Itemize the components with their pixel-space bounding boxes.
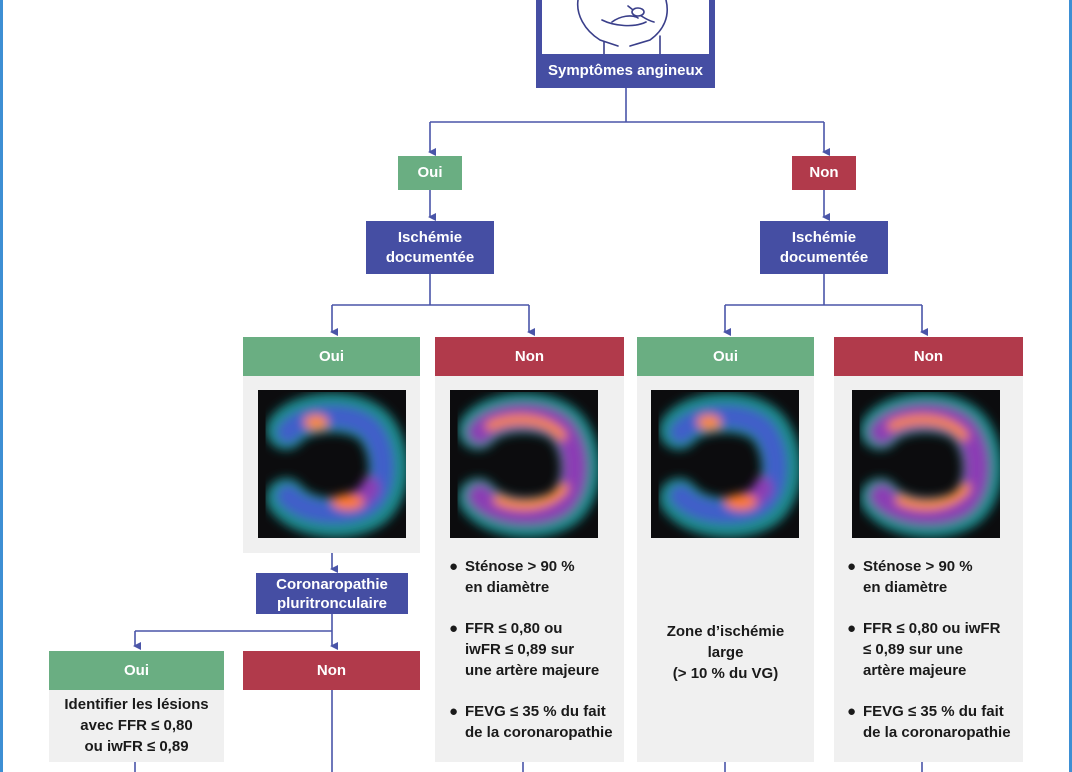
col2-criterion-stenosis: ● Sténose > 90 % en diamètre [449,556,621,598]
bullet-icon: ● [847,620,857,637]
mv-yes-header: Oui [49,651,224,690]
frame-border-right [1069,0,1072,772]
symptoms-yes-node: Oui [398,156,462,190]
col2-b1-l2: en diamètre [465,579,550,596]
perfusion-scan-ischemia-icon [258,390,406,538]
multivessel-line1: Coronaropathie [276,575,388,593]
ischemia-left-line2: documentée [385,248,475,266]
col3-large-ischemia-text: Zone d’ischémie large (> 10 % du VG) [637,621,814,684]
multivessel-line2: pluritronculaire [276,594,388,612]
col3-text-l1: Zone d’ischémie [666,623,785,640]
col2-header: Non [435,337,624,376]
col4-criterion-ffr: ● FFR ≤ 0,80 ou iwFR ≤ 0,89 sur une artère… [847,618,1019,681]
col3-text-l3: (> 10 % du VG) [672,665,779,682]
col3-text-l2: large [707,644,744,661]
frame-border-left [0,0,3,772]
ischemia-left-node: Ischémie documentée [366,221,494,274]
col2-criteria-list: ● Sténose > 90 % en diamètre ● FFR ≤ 0,80… [449,556,621,763]
perfusion-scan-normal-icon [852,390,1000,538]
mv-yes-panel [49,690,224,762]
col4-criterion-fevg: ● FEVG ≤ 35 % du fait de la coronaropathi… [847,701,1019,743]
col2-criterion-fevg: ● FEVG ≤ 35 % du fait de la coronaropathi… [449,701,621,743]
mv-yes-text: Identifier les lésions avec FFR ≤ 0,80 o… [49,694,224,757]
col2-b3-l2: de la coronaropathie [465,724,613,741]
col2-b2-l3: une artère majeure [465,662,600,679]
root-label: Symptômes angineux [547,62,704,79]
bullet-icon: ● [449,558,459,575]
ischemia-right-line2: documentée [779,248,869,266]
col4-header: Non [834,337,1023,376]
col4-b2-l1: FFR ≤ 0,80 ou iwFR [863,620,1001,637]
bullet-icon: ● [449,620,459,637]
bullet-icon: ● [847,558,857,575]
col4-criteria-list: ● Sténose > 90 % en diamètre ● FFR ≤ 0,80… [847,556,1019,763]
ischemia-right-node: Ischémie documentée [760,221,888,274]
multivessel-node: Coronaropathie pluritronculaire [256,573,408,614]
col3-header: Oui [637,337,814,376]
mv-yes-text-l3: ou iwFR ≤ 0,89 [84,738,189,755]
col2-b2-l2: iwFR ≤ 0,89 sur [465,641,575,658]
symptoms-no-node: Non [792,156,856,190]
col2-criterion-ffr: ● FFR ≤ 0,80 ou iwFR ≤ 0,89 sur une artère… [449,618,621,681]
col2-b2-l1: FFR ≤ 0,80 ou [465,620,563,637]
col4-b3-l2: de la coronaropathie [863,724,1011,741]
col4-b1-l2: en diamètre [863,579,948,596]
bullet-icon: ● [847,703,857,720]
ischemia-left-line1: Ischémie [397,228,463,246]
col4-criterion-stenosis: ● Sténose > 90 % en diamètre [847,556,1019,598]
mv-yes-text-l1: Identifier les lésions [64,696,209,713]
perfusion-scan-ischemia-icon [651,390,799,538]
col4-b3-l1: FEVG ≤ 35 % du fait [863,703,1004,720]
col2-b3-l1: FEVG ≤ 35 % du fait [465,703,606,720]
col1-header: Oui [243,337,420,376]
col2-b1-l1: Sténose > 90 % [465,558,575,575]
col4-b1-l1: Sténose > 90 % [863,558,973,575]
chest-pain-figure-icon [542,0,709,55]
perfusion-scan-normal-icon [450,390,598,538]
root-node: Symptômes angineux [536,0,715,88]
ischemia-right-line1: Ischémie [791,228,857,246]
bullet-icon: ● [449,703,459,720]
col4-b2-l3: artère majeure [863,662,967,679]
mv-no-header: Non [243,651,420,690]
col4-b2-l2: ≤ 0,89 sur une [863,641,963,658]
mv-yes-text-l2: avec FFR ≤ 0,80 [80,717,193,734]
